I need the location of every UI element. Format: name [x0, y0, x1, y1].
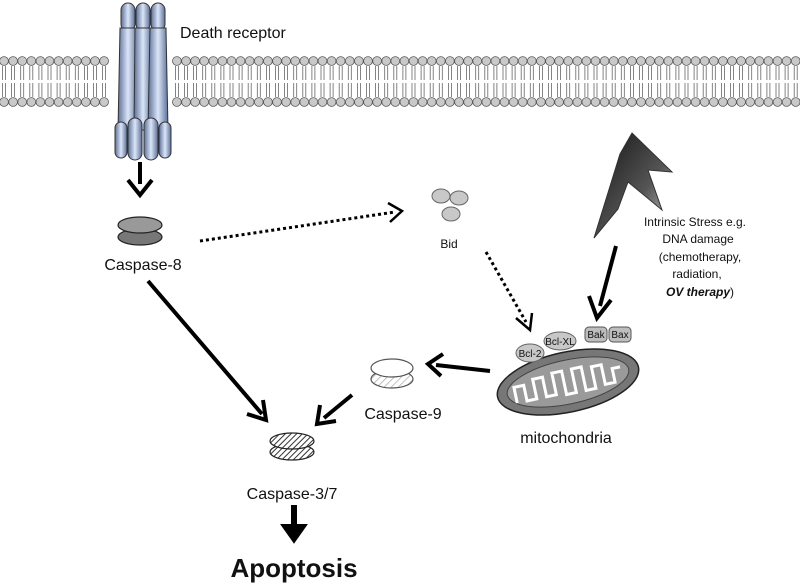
arrow-caspase8-to-caspase37: [146, 279, 269, 423]
arrow-bid-to-mitochondria: [484, 251, 534, 333]
arrow-receptor-to-caspase8: [126, 162, 154, 199]
bid-label: Bid: [440, 237, 457, 251]
bak-label: Bak: [587, 330, 605, 341]
caspase37-icon: [269, 432, 315, 461]
caspase9-label: Caspase-9: [364, 406, 441, 423]
death-receptor-label: Death receptor: [180, 25, 287, 42]
bax-protein: Bax: [608, 326, 632, 343]
bak-protein: Bak: [584, 326, 608, 343]
stress-line-5-end: ): [730, 285, 734, 299]
apoptosis-label: Apoptosis: [230, 553, 357, 583]
arrow-stress-to-mitochondria: [587, 245, 618, 323]
bclxl-label: Bcl-XL: [545, 337, 575, 348]
stress-line-4: radiation,: [672, 267, 721, 281]
stress-line-5: OV therapy): [666, 285, 734, 299]
bcl2-label: Bcl-2: [519, 349, 542, 360]
cell-membrane: [0, 56, 800, 107]
bclxl-protein: Bcl-XL: [543, 331, 577, 351]
bid-icon: [431, 188, 469, 222]
arrow-caspase9-to-caspase37: [314, 393, 354, 427]
lightning-bolt-icon: [593, 132, 674, 239]
ov-therapy-text: OV therapy: [666, 285, 731, 299]
mitochondria-icon: [496, 348, 640, 416]
bax-label: Bax: [611, 330, 628, 341]
stress-line-3: (chemotherapy,: [659, 250, 741, 264]
caspase9-icon: [370, 358, 414, 389]
caspase8-label: Caspase-8: [104, 257, 181, 274]
stress-line-2: DNA damage: [662, 232, 734, 246]
arrow-mitochondria-to-caspase9: [424, 352, 491, 378]
arrow-caspase37-to-apoptosis: [280, 505, 308, 544]
bcl2-protein: Bcl-2: [515, 343, 545, 363]
intrinsic-stress-text: Intrinsic Stress e.g. DNA damage (chemot…: [644, 215, 746, 299]
caspase37-label: Caspase-3/7: [247, 486, 338, 503]
mitochondria-label: mitochondria: [520, 430, 612, 447]
death-receptor: [114, 2, 172, 161]
arrow-caspase8-to-bid: [199, 201, 405, 243]
stress-line-1: Intrinsic Stress e.g.: [644, 215, 746, 229]
caspase8-icon: [117, 216, 163, 246]
